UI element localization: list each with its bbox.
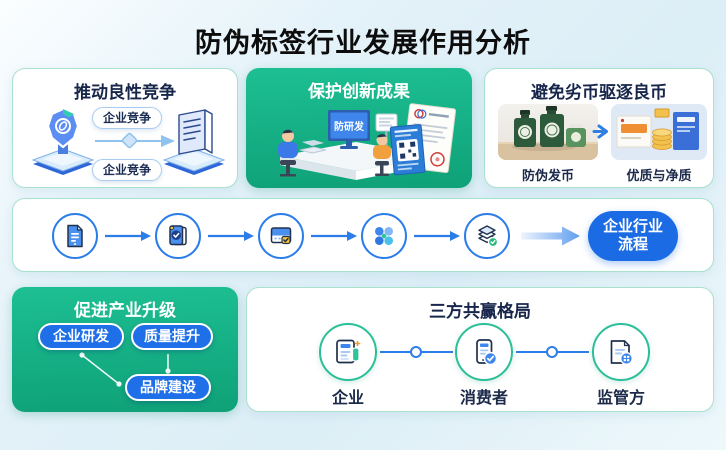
winwin-label-consumer: 消费者 [459, 390, 508, 407]
green-bottles-icon [498, 106, 598, 160]
fade-arrow [521, 226, 580, 246]
panel-promote-competition: 推动良性竞争 企业竞争 企业竞争 [12, 68, 238, 188]
panel-win-win: 三方共赢格局 [246, 287, 714, 412]
panel-upgrade-title: 促进产业升级 [74, 301, 176, 320]
upgrade-pill-quality: 质量提升 [131, 323, 213, 350]
arrow-diamond-connector [95, 132, 175, 149]
svg-text:防研发: 防研发 [334, 120, 365, 133]
competition-pill-top: 企业竞争 [92, 107, 162, 129]
panel-protect-innovation: 保护创新成果 防研发 [246, 68, 472, 188]
result-line1: 企业行业 [602, 218, 663, 235]
flow-connectors [105, 226, 580, 246]
page-title: 防伪标签行业发展作用分析 [195, 28, 531, 58]
bottle-2 [540, 106, 564, 147]
panel-winwin-title: 三方共赢格局 [429, 302, 531, 321]
person-blue-icon [278, 129, 298, 177]
person-orange-icon [373, 134, 391, 176]
office-scene-illustration: 防研发 [278, 103, 456, 180]
flow-step-network [361, 213, 407, 259]
panel-process-flow: 企业行业 流程 [12, 198, 714, 272]
layers-check-icon [478, 225, 499, 248]
panel-promote-competition-title: 推动良性竞争 [74, 83, 176, 102]
result-pill: 企业行业 流程 [588, 211, 678, 261]
competition-pill-bottom: 企业竞争 [92, 159, 162, 181]
coins-icon [652, 128, 672, 151]
monitor-icon: 防研发 [328, 110, 370, 149]
document-platform-icon [162, 109, 226, 175]
panel-protect-innovation-title: 保护创新成果 [308, 82, 410, 101]
panel-avoid-title: 避免劣币驱逐良币 [531, 83, 667, 102]
clipboard-check-icon [169, 225, 187, 246]
flow-step-browser [258, 213, 304, 259]
clipboard-doc-icon [336, 339, 361, 364]
flow-step-document [52, 213, 98, 259]
bottle-3 [566, 124, 586, 147]
phone-check-icon [476, 339, 498, 366]
caption-bad-goods: 防伪发币 [521, 168, 574, 183]
winwin-connectors [380, 346, 589, 358]
packages-photo [611, 104, 707, 160]
browser-check-icon [270, 227, 292, 245]
winwin-label-regulator: 监管方 [596, 390, 645, 407]
winwin-circle-consumer [455, 323, 513, 381]
result-line2: 流程 [617, 236, 648, 253]
document-grid-icon [610, 340, 634, 366]
shield-platform-icon [31, 107, 95, 175]
document-icon [67, 224, 83, 248]
panel-industry-upgrade: 促进产业升级 企业研发 质量提升 品牌建设 [12, 287, 238, 412]
arrow-right-icon [592, 124, 608, 139]
panel-avoid-bad-money: 避免劣币驱逐良币 [484, 68, 714, 188]
four-circles-icon [375, 227, 393, 245]
bottle-1 [514, 110, 536, 147]
qr-card-icon [389, 124, 426, 176]
flow-step-clipboard [155, 213, 201, 259]
upgrade-pill-rd: 企业研发 [38, 323, 124, 350]
upgrade-connectors [79, 352, 171, 387]
bottles-photo [498, 104, 598, 160]
caption-good-goods: 优质与净质 [626, 168, 692, 183]
winwin-label-enterprise: 企业 [331, 390, 364, 407]
winwin-circle-regulator [592, 323, 650, 381]
upgrade-pill-brand: 品牌建设 [125, 374, 211, 401]
quality-packages-icon [616, 108, 699, 151]
flow-step-layers [464, 213, 510, 259]
winwin-circle-enterprise [319, 323, 377, 381]
